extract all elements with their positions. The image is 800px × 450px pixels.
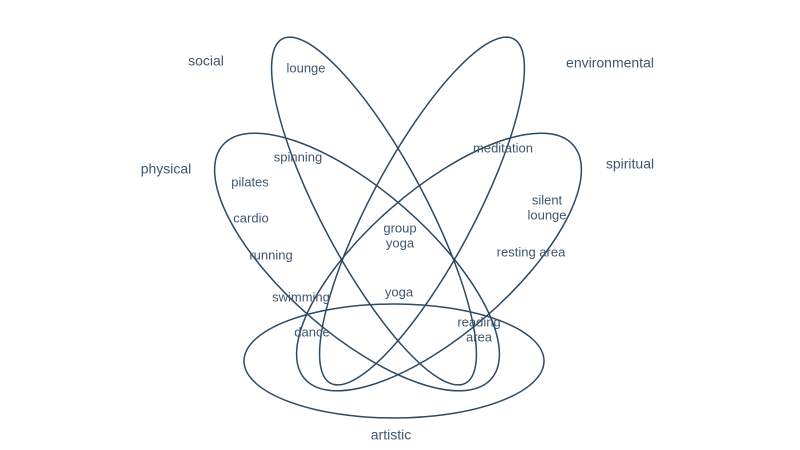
social-ellipse <box>270 36 478 386</box>
region-label-meditation: meditation <box>473 140 533 156</box>
region-label-swimming: swimming <box>272 289 330 305</box>
region-label-yoga: yoga <box>384 284 414 300</box>
region-label-resting-area: resting area <box>496 244 566 260</box>
set-label-spiritual: spiritual <box>605 155 655 172</box>
set-label-environmental: environmental <box>566 54 654 71</box>
environmental-ellipse <box>318 36 526 386</box>
set-label-physical: physical <box>140 160 192 177</box>
region-label-lounge: lounge <box>286 60 326 76</box>
region-label-pilates: pilates <box>231 174 269 190</box>
physical-ellipse <box>213 132 501 392</box>
artistic-ellipse <box>243 303 545 419</box>
spiritual-ellipse <box>295 132 583 392</box>
set-label-social: social <box>188 52 224 69</box>
region-label-dance: dance <box>294 324 330 340</box>
region-label-group-yoga: group yoga <box>383 220 417 251</box>
set-label-artistic: artistic <box>370 426 412 443</box>
region-label-silent-lounge: silent lounge <box>527 192 567 223</box>
region-label-running: running <box>249 247 293 263</box>
region-label-spinning: spinning <box>273 149 323 165</box>
region-label-reading-area: reading area <box>457 314 501 345</box>
region-label-cardio: cardio <box>233 210 269 226</box>
